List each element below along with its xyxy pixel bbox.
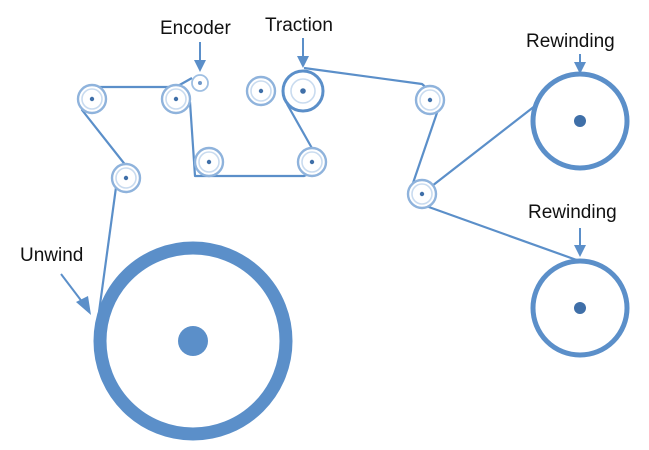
idler-roller — [406, 178, 438, 210]
traction-roller — [281, 69, 325, 113]
encoder-roller — [191, 74, 209, 92]
rewinding-roll-bottom — [530, 258, 630, 358]
rewinding-roll-top — [530, 71, 630, 171]
rewinding-bottom-label: Rewinding — [528, 202, 617, 223]
traction-label: Traction — [265, 15, 333, 36]
encoder-arrow — [194, 42, 206, 72]
rewinding-bottom-arrow — [574, 228, 586, 257]
idler-roller — [193, 146, 225, 178]
rewinding-top-label: Rewinding — [526, 31, 615, 52]
unwind-roll — [93, 241, 293, 441]
idler-roller — [110, 162, 142, 194]
idler-roller — [245, 75, 277, 107]
rewinding-top-arrow — [574, 54, 586, 74]
unwind-arrow — [60, 273, 91, 315]
idler-roller — [296, 146, 328, 178]
idler-roller — [160, 83, 192, 115]
unwind-label: Unwind — [20, 245, 83, 266]
idler-roller — [76, 83, 108, 115]
web-path — [80, 66, 586, 313]
traction-arrow — [297, 38, 309, 68]
encoder-label: Encoder — [160, 18, 231, 39]
idler-roller — [414, 84, 446, 116]
unwind-hub — [178, 326, 208, 356]
